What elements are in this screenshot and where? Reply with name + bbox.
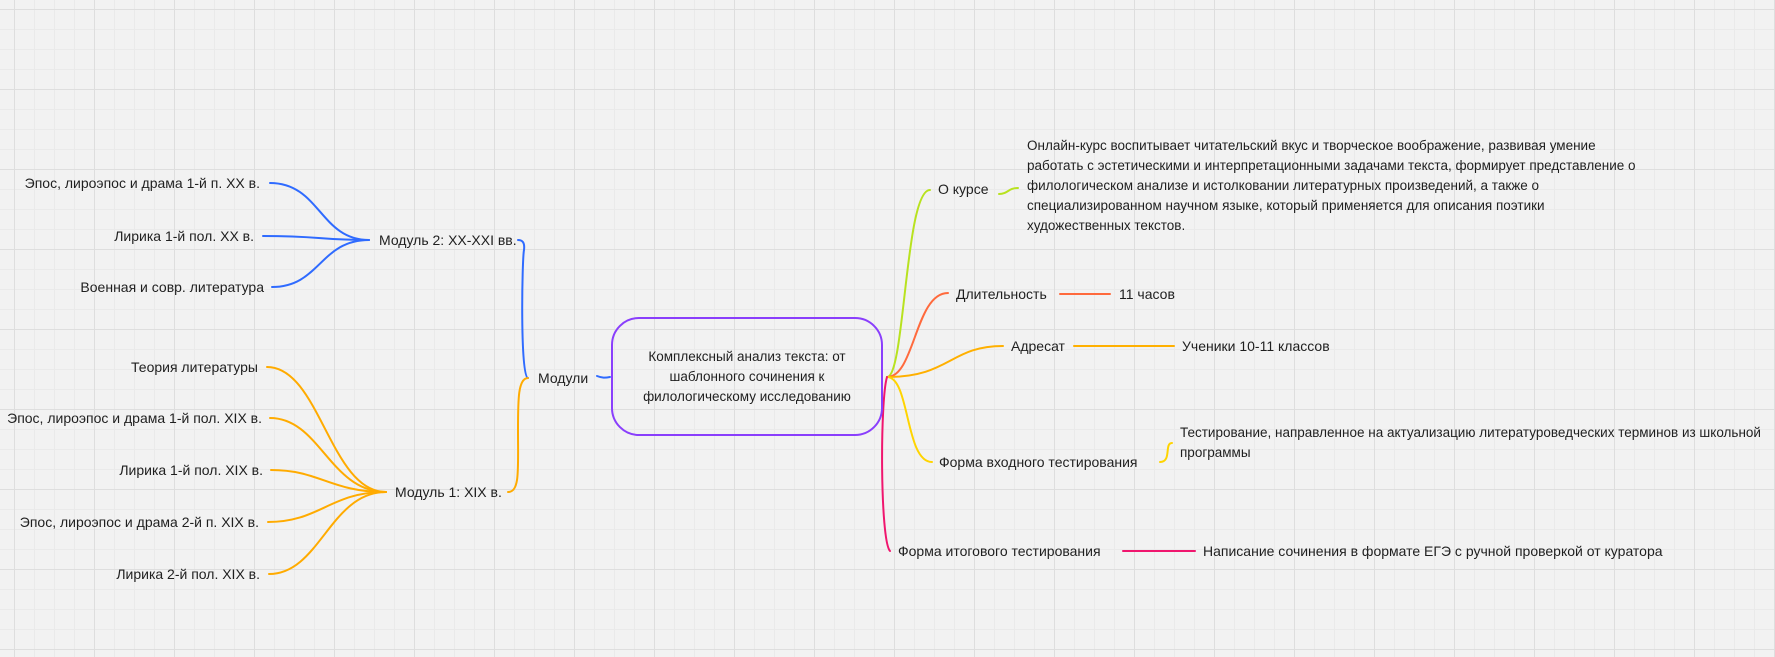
- link-duration: [886, 292, 949, 378]
- link-entry-test-value: [1159, 442, 1173, 463]
- m1-item-5[interactable]: Лирика 2-й пол. XIX в.: [116, 566, 260, 582]
- module-2-node[interactable]: Модуль 2: XX-XXI вв.: [379, 232, 517, 248]
- m2-item-1[interactable]: Эпос, лироэпос и драма 1-й п. XX в.: [24, 175, 260, 191]
- m1-item-4[interactable]: Эпос, лироэпос и драма 2-й п. XIX в.: [19, 514, 259, 530]
- link-about: [886, 189, 931, 378]
- modules-node[interactable]: Модули: [538, 370, 589, 386]
- link-m2-item-3: [271, 239, 370, 288]
- link-m2-item-1: [269, 182, 370, 241]
- m2-item-3[interactable]: Военная и совр. литература: [80, 279, 264, 295]
- module-1-node[interactable]: Модуль 1: XIX в.: [395, 484, 502, 500]
- link-m1-item-3: [270, 469, 387, 493]
- link-final-test: [881, 376, 891, 552]
- about-description[interactable]: Онлайн-курс воспитывает читательский вку…: [1027, 138, 1636, 233]
- final-test-node[interactable]: Форма итогового тестирования: [898, 543, 1101, 559]
- link-entry-test: [886, 376, 933, 463]
- link-m2-item-2: [262, 235, 370, 241]
- final-test-value[interactable]: Написание сочинения в формате ЕГЭ с ручн…: [1203, 543, 1663, 559]
- link-central-modules: [596, 375, 611, 379]
- central-topic-node[interactable]: Комплексный анализ текста: от шаблонного…: [611, 317, 883, 436]
- link-m1-item-4: [267, 491, 387, 523]
- m2-item-2[interactable]: Лирика 1-й пол. XX в.: [114, 228, 254, 244]
- entry-test-node[interactable]: Формa входного тестирования: [939, 454, 1138, 470]
- link-m1-item-1: [266, 366, 387, 493]
- audience-value[interactable]: Ученики 10-11 классов: [1182, 338, 1330, 354]
- duration-value[interactable]: 11 часов: [1119, 286, 1175, 302]
- duration-node[interactable]: Длительность: [956, 286, 1047, 302]
- link-m1-item-5: [268, 491, 387, 575]
- m1-item-1[interactable]: Теория литературы: [131, 359, 258, 375]
- audience-node[interactable]: Адресат: [1011, 338, 1065, 354]
- link-audience: [886, 345, 1004, 378]
- about-node[interactable]: О курсе: [938, 181, 989, 197]
- link-about-value: [998, 187, 1019, 195]
- entry-test-value[interactable]: Тестирование, направленное на актуализац…: [1180, 425, 1761, 460]
- m1-item-3[interactable]: Лирика 1-й пол. XIX в.: [119, 462, 263, 478]
- link-modules-m1: [507, 377, 529, 493]
- m1-item-2[interactable]: Эпос, лироэпос и драма 1-й пол. XIX в.: [7, 410, 262, 426]
- central-topic-text: Комплексный анализ текста: от шаблонного…: [643, 348, 851, 404]
- link-m1-item-2: [269, 417, 387, 493]
- link-modules-m2: [517, 239, 529, 379]
